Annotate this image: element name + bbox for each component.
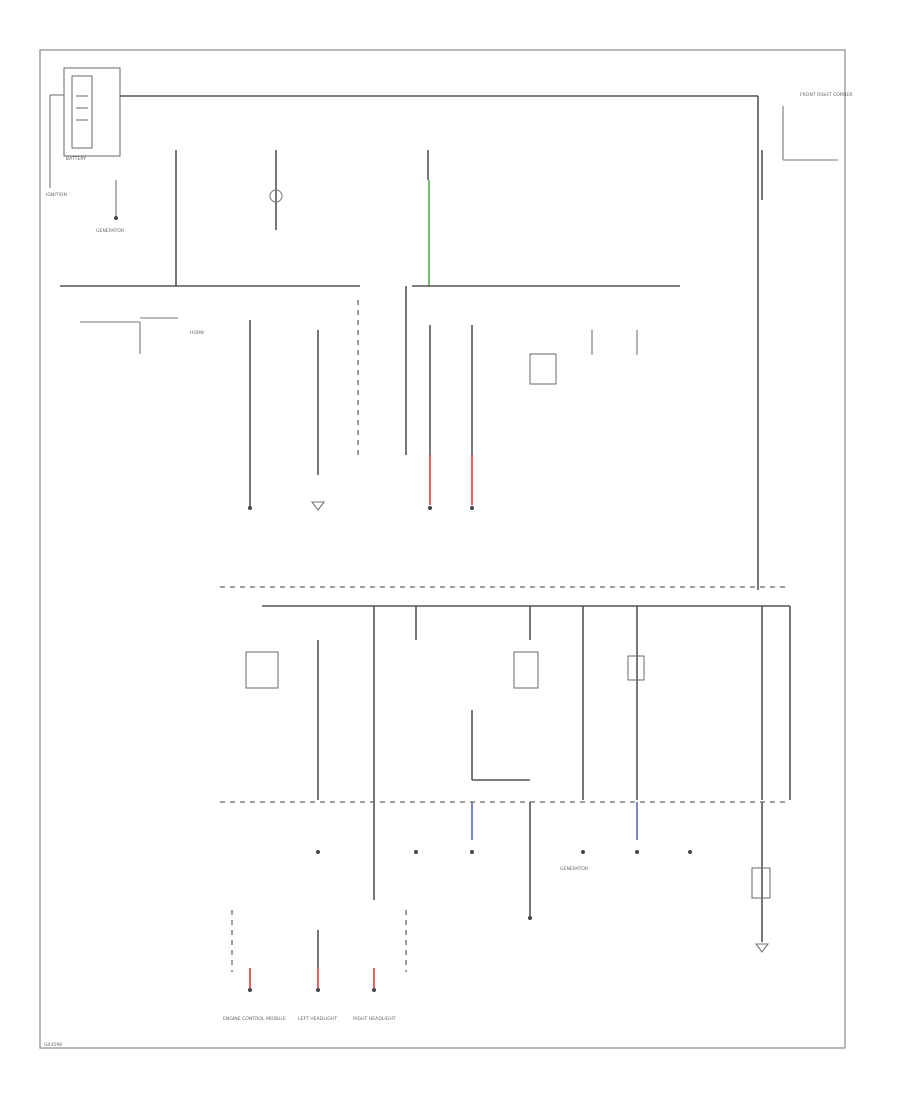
footer-label: G43596	[44, 1042, 62, 1048]
engine-control-label: ENGINE CONTROL MODULE	[223, 1016, 286, 1022]
battery: BATTERY	[63, 67, 121, 162]
generator-label-1: GENERATOR	[96, 228, 125, 234]
right-headlight-label: RIGHT HEADLIGHT	[353, 1016, 396, 1022]
left-headlight-label: LEFT HEADLIGHT	[298, 1016, 337, 1022]
generator-label-2: GENERATOR	[560, 866, 589, 872]
front-right-corner-label: FRONT RIGHT CORNER	[800, 92, 853, 98]
horn-label: HORN	[190, 330, 204, 336]
ignition-label: IGNITION	[46, 192, 67, 198]
diagram-frame	[39, 49, 846, 1049]
horn-relay: HORN	[80, 317, 204, 354]
battery-label: BATTERY	[66, 156, 86, 162]
